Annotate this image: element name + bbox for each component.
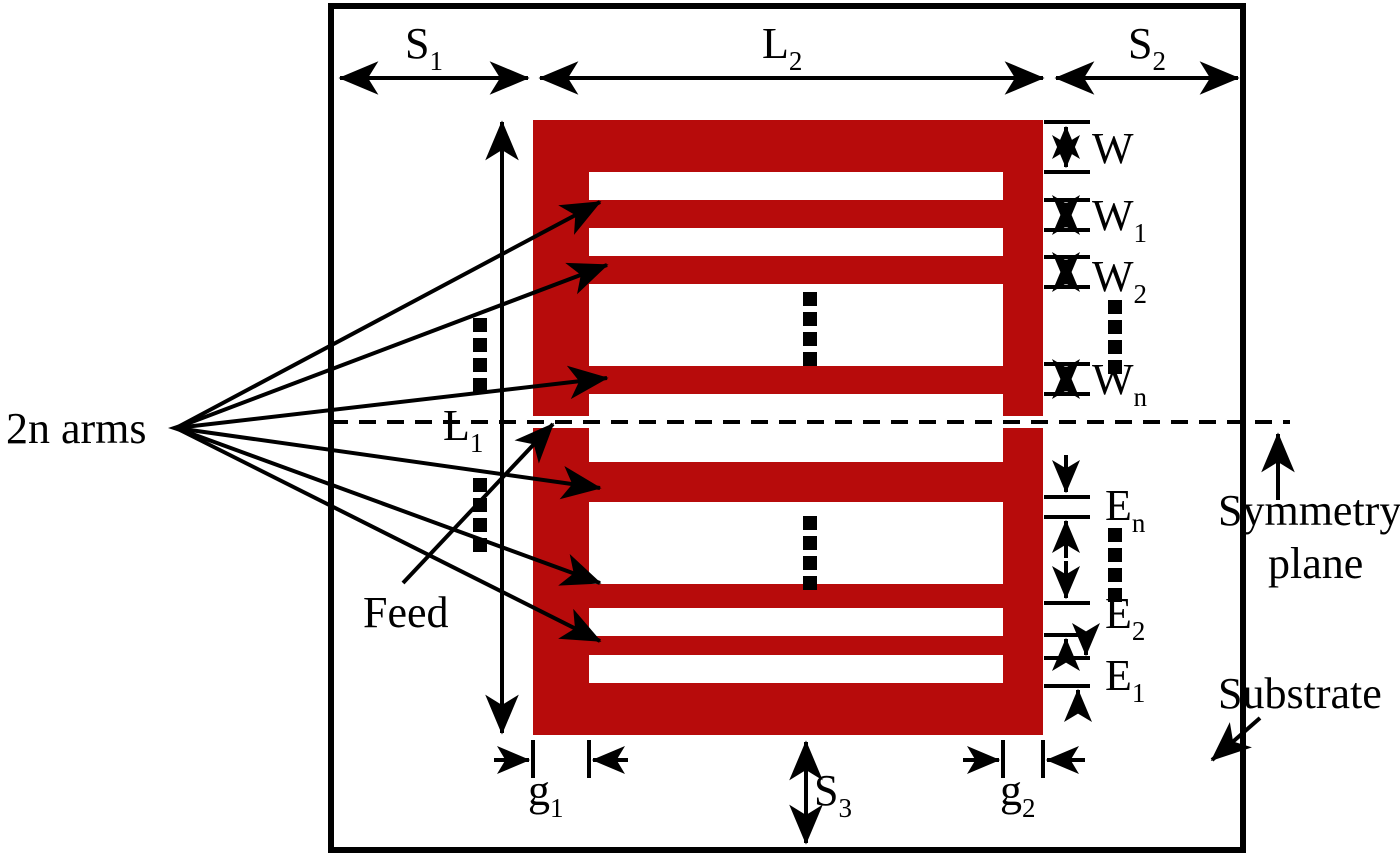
label-w: W xyxy=(1092,124,1134,173)
label-g2: g2 xyxy=(1000,766,1036,823)
label-e1: E1 xyxy=(1105,651,1145,708)
slot-upper-3 xyxy=(589,284,1003,366)
label-symmetry-plane-2: plane xyxy=(1268,539,1363,588)
arm-leader-arrows xyxy=(175,200,609,643)
e-dimension-group xyxy=(1044,455,1100,722)
leader-feed xyxy=(401,422,555,585)
label-l1: L1 xyxy=(443,401,483,458)
slot-lower-2 xyxy=(589,502,1003,584)
leader-arm-6 xyxy=(175,426,602,643)
metal-patch-group xyxy=(533,120,1043,735)
patch-upper-trunk xyxy=(533,120,589,416)
feed-point-marker xyxy=(168,420,192,436)
label-l2: L2 xyxy=(762,19,802,76)
leader-arm-3 xyxy=(175,365,609,430)
patch-lower-trunk xyxy=(533,428,589,735)
label-2n-arms: 2n arms xyxy=(6,404,147,453)
label-s1: S1 xyxy=(405,19,443,76)
ellipsis-left-upper xyxy=(473,318,487,392)
bottom-dimension-group xyxy=(494,740,1085,845)
label-g1: g1 xyxy=(528,766,564,823)
patch-upper-body xyxy=(533,120,1043,416)
slot-lower-4 xyxy=(589,655,1003,683)
label-substrate: Substrate xyxy=(1218,669,1382,718)
leader-arm-2 xyxy=(175,262,609,430)
label-feed: Feed xyxy=(363,588,449,637)
leader-arm-5 xyxy=(175,426,602,586)
w-dimension-group xyxy=(1044,120,1090,399)
label-w1: W1 xyxy=(1092,191,1147,248)
ellipsis-center-upper xyxy=(803,292,817,366)
label-symmetry-plane-1: Symmetry xyxy=(1218,486,1400,535)
ellipsis-right-upper xyxy=(1108,300,1122,374)
leader-arm-4 xyxy=(175,426,602,500)
ellipsis-right-lower xyxy=(1108,528,1122,602)
label-w2: W2 xyxy=(1092,252,1147,309)
label-s2: S2 xyxy=(1128,19,1166,76)
label-s3: S3 xyxy=(814,766,852,823)
slot-lower-3 xyxy=(589,608,1003,636)
label-en: En xyxy=(1105,481,1146,538)
ellipsis-center-lower xyxy=(803,516,817,590)
slot-upper-2 xyxy=(589,228,1003,256)
leader-substrate xyxy=(1210,716,1262,762)
leader-arm-1 xyxy=(175,200,602,430)
slot-upper-1 xyxy=(589,172,1003,200)
